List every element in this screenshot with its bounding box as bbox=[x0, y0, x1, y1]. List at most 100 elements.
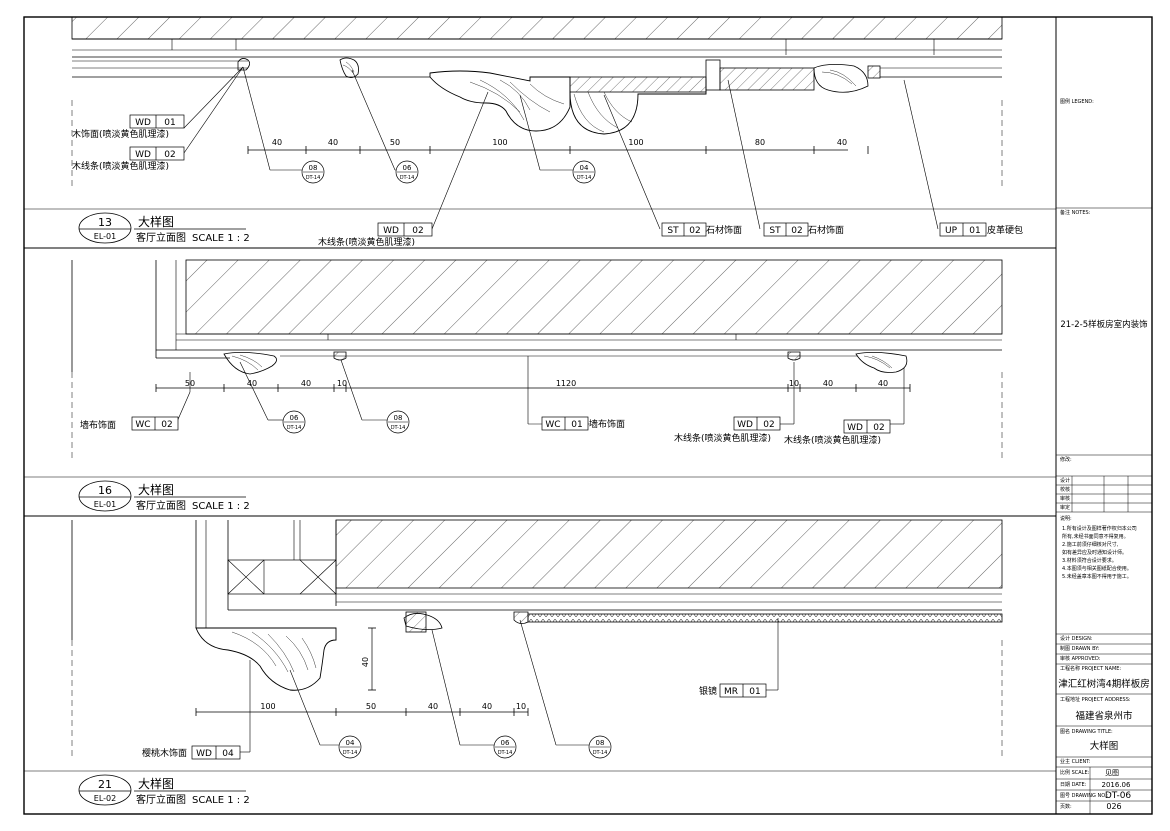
row-label-review: 审核 bbox=[1060, 495, 1070, 502]
client-label: 业主 CLIENT: bbox=[1060, 758, 1091, 765]
detail-16: 50 40 40 10 1120 10 40 40 06 DT-14 08 bbox=[24, 259, 1056, 517]
tag-wc01-16[interactable]: WC 01 墙布饰面 bbox=[541, 416, 625, 431]
tag-desc: 樱桃木饰面 bbox=[142, 747, 187, 759]
detail-sheet-ref: EL-02 bbox=[94, 794, 116, 803]
remarks-text: 1.所有设计及图样著作权归本公司 所有,未经书面同意不得复用。 2.施工前须仔细… bbox=[1062, 525, 1137, 580]
design-label: 设计 DESIGN: bbox=[1060, 635, 1093, 642]
drawing-title: 大样图 bbox=[1090, 740, 1119, 752]
tag-desc: 木饰面(喷淡黄色肌理漆) bbox=[72, 128, 169, 140]
dim-21-vert: 40 bbox=[361, 657, 370, 667]
tag-code: WC bbox=[135, 420, 150, 430]
detail-21-title-marker: 21 EL-02 bbox=[78, 774, 132, 806]
project-address: 福建省泉州市 bbox=[1075, 710, 1133, 722]
drawn-label: 制图 DRAWN BY: bbox=[1060, 645, 1100, 652]
notes-label: 备注 NOTES: bbox=[1060, 209, 1091, 216]
project-name-label: 工程名称 PROJECT NAME: bbox=[1060, 665, 1121, 672]
dim-21-3: 40 bbox=[428, 702, 438, 711]
dim-16-5: 1120 bbox=[556, 379, 576, 388]
detail-number: 21 bbox=[98, 778, 112, 791]
detail-scale: SCALE 1 : 2 bbox=[192, 795, 250, 806]
tag-wd04-21[interactable]: WD 04 bbox=[191, 745, 241, 760]
tag-num: 01 bbox=[571, 420, 582, 430]
drawing-no-label: 图号 DRAWING NO.: bbox=[1060, 793, 1109, 799]
dimension-labels-21: 100 50 40 40 10 bbox=[260, 702, 526, 711]
tag-desc: 木线条(喷淡黄色肌理漆) bbox=[318, 236, 415, 248]
tag-num: 01 bbox=[164, 118, 175, 128]
callout-21-08-num: 08 bbox=[596, 739, 605, 747]
dim-16-2: 40 bbox=[247, 379, 257, 388]
callout-21-08-ref: DT-14 bbox=[593, 750, 608, 756]
callout-21-04-ref: DT-14 bbox=[343, 750, 358, 756]
callout-16-06[interactable]: 06 DT-14 bbox=[282, 410, 306, 434]
callout-21-04-num: 04 bbox=[346, 739, 355, 747]
tag-wd02-16a[interactable]: WD 02 bbox=[733, 416, 781, 431]
tag-mr01-21[interactable]: MR 01 bbox=[719, 683, 767, 698]
tag-desc: 石材饰面 bbox=[808, 224, 844, 236]
tag-wd02-16b[interactable]: WD 02 bbox=[843, 419, 891, 434]
callout-13-06[interactable]: 06 DT-14 bbox=[395, 160, 419, 184]
dim-16-8: 40 bbox=[878, 379, 888, 388]
tag-desc: 皮革硬包 bbox=[987, 224, 1023, 236]
tag-num: 02 bbox=[412, 226, 423, 236]
tag-desc: 木线条(喷淡黄色肌理漆) bbox=[784, 434, 881, 446]
dim-21-4: 40 bbox=[482, 702, 492, 711]
remarks-label: 说明: bbox=[1060, 515, 1072, 522]
remark-line: 4.本图须与相关图纸配合使用。 bbox=[1062, 565, 1132, 572]
detail-number: 16 bbox=[98, 484, 112, 497]
tag-code: WC bbox=[545, 420, 560, 430]
tag-code: WD bbox=[383, 226, 399, 236]
callout-13-04[interactable]: 04 DT-14 bbox=[572, 160, 596, 184]
scale-label: 比例 SCALE: bbox=[1060, 769, 1090, 776]
tag-st02-13a[interactable]: ST 02 石材饰面 bbox=[661, 222, 742, 237]
tag-code: ST bbox=[667, 226, 679, 236]
tag-num: 02 bbox=[689, 226, 700, 236]
dim-21-2: 50 bbox=[366, 702, 376, 711]
detail-subtitle: 客厅立面图 bbox=[136, 231, 186, 244]
callout-21-04[interactable]: 04 DT-14 bbox=[338, 735, 362, 759]
tag-num: 01 bbox=[969, 226, 980, 236]
page-number: 026 bbox=[1106, 802, 1121, 811]
tag-wd01-13[interactable]: WD 01 bbox=[129, 114, 185, 129]
tag-num: 02 bbox=[763, 420, 774, 430]
callout-16-08[interactable]: 08 DT-14 bbox=[386, 410, 410, 434]
remark-line: 所有,未经书面同意不得复用。 bbox=[1062, 533, 1129, 540]
tag-up01-13[interactable]: UP 01 皮革硬包 bbox=[939, 222, 1023, 237]
tag-wd02-13a[interactable]: WD 02 bbox=[129, 146, 185, 161]
checked-label: 审核 APPROVED: bbox=[1060, 655, 1101, 662]
tag-desc: 木线条(喷淡黄色肌理漆) bbox=[674, 432, 771, 444]
row-label-design: 设计 bbox=[1060, 477, 1070, 484]
callout-13-04-num: 04 bbox=[580, 164, 589, 172]
tag-code: WD bbox=[737, 420, 753, 430]
detail-scale: SCALE 1 : 2 bbox=[192, 501, 250, 512]
row-label-check: 校核 bbox=[1060, 486, 1070, 493]
tag-st02-13b[interactable]: ST 02 石材饰面 bbox=[763, 222, 844, 237]
callout-21-06[interactable]: 06 DT-14 bbox=[493, 735, 517, 759]
dim-16-4: 10 bbox=[337, 379, 347, 388]
tag-wd02-13b[interactable]: WD 02 bbox=[377, 222, 433, 237]
tag-code: ST bbox=[769, 226, 781, 236]
callout-21-08[interactable]: 08 DT-14 bbox=[588, 735, 612, 759]
tag-num: 02 bbox=[873, 423, 884, 433]
dimension-labels-16: 50 40 40 10 1120 10 40 40 bbox=[185, 379, 888, 388]
callout-16-08-num: 08 bbox=[394, 414, 403, 422]
tag-desc: 木线条(喷淡黄色肌理漆) bbox=[72, 160, 169, 172]
remark-line: 3.材料须符合设计要求。 bbox=[1062, 557, 1117, 564]
detail-16-title-marker: 16 EL-01 bbox=[78, 480, 132, 512]
dim-21-1: 100 bbox=[260, 702, 275, 711]
project-name: 津汇红树湾4期样板房 bbox=[1058, 678, 1150, 690]
callout-13-08[interactable]: 08 DT-14 bbox=[301, 160, 325, 184]
date-value: 2016.06 bbox=[1102, 781, 1131, 789]
callout-13-08-num: 08 bbox=[309, 164, 318, 172]
detail-title: 大样图 bbox=[138, 776, 174, 791]
callout-13-04-ref: DT-14 bbox=[577, 175, 592, 181]
tag-wc02-16[interactable]: WC 02 bbox=[131, 416, 179, 431]
tag-num: 04 bbox=[222, 749, 234, 759]
detail-13-title-marker: 13 EL-01 bbox=[78, 212, 132, 244]
tag-num: 02 bbox=[791, 226, 802, 236]
tag-desc: 墙布饰面 bbox=[589, 418, 625, 430]
dimension-labels-13: 40 40 50 100 100 80 40 bbox=[272, 138, 847, 147]
tag-code: UP bbox=[945, 226, 958, 236]
address-label: 工程地址 PROJECT ADDRESS: bbox=[1060, 696, 1131, 703]
remark-line: 2.施工前须仔细核对尺寸, bbox=[1062, 541, 1119, 548]
